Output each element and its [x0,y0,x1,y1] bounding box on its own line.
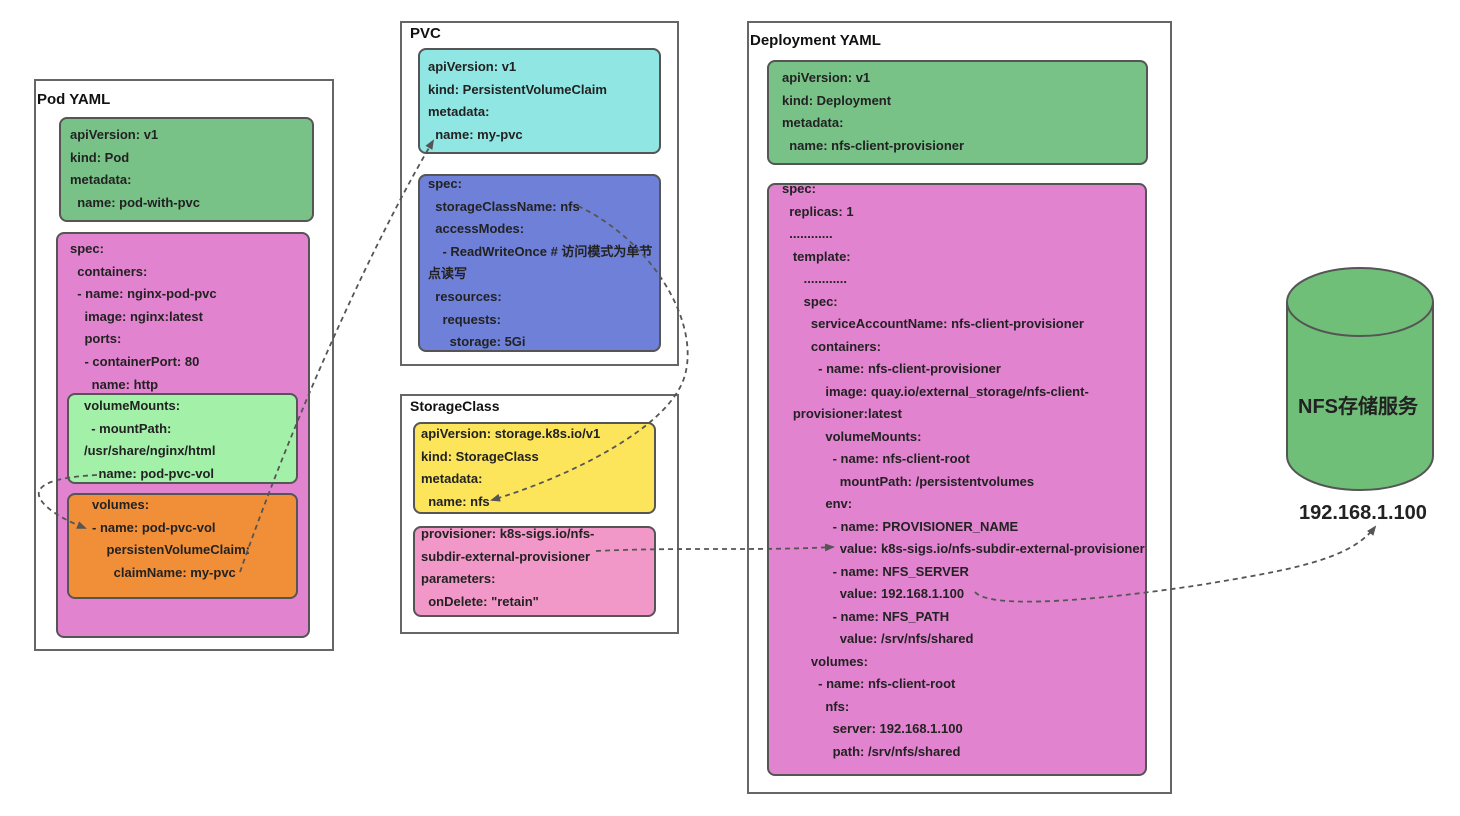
yaml-line: - name: nginx-pod-pvc [70,286,217,302]
yaml-line: - name: NFS_SERVER [782,563,969,579]
yaml-line: volumes: [782,653,868,669]
yaml-line: mountPath: /persistentvolumes [782,473,1035,489]
yaml-line: - name: nfs-client-root [782,676,956,691]
yaml-line: serviceAccountName: nfs-client-provision… [782,316,1084,331]
yaml-line: kind: Pod [70,149,130,165]
yaml-line: parameters: [421,571,496,587]
yaml-line: value: /srv/nfs/shared [782,631,974,646]
yaml-line: resources: [428,288,502,304]
yaml-line: - containerPort: 80 [70,353,200,369]
yaml-line: apiVersion: v1 [70,127,159,142]
yaml-line: spec: [782,181,816,196]
yaml-line: name: pod-with-pvc [70,194,201,210]
yaml-line: - name: pod-pvc-vol [92,519,216,535]
yaml-line: onDelete: "retain" [421,593,539,609]
yaml-line: server: 192.168.1.100 [782,721,963,736]
pvc-title: PVC [410,25,441,42]
deployment-metadata-box [767,60,1148,165]
yaml-line: - ReadWriteOnce # 访问模式为单节点读写 [428,243,653,282]
pod-volume-mounts-lines: volumeMounts: - mountPath: /usr/share/ngi… [84,395,294,485]
yaml-line: kind: StorageClass [421,448,539,464]
yaml-line: containers: [782,338,881,354]
yaml-line: requests: [428,311,501,327]
storageclass-params-box [413,526,656,617]
yaml-line: /usr/share/nginx/html [84,443,216,459]
pod-metadata-lines: apiVersion: v1 kind: Pod metadata: name: p… [70,124,310,214]
yaml-line: spec: [70,241,104,256]
storageclass-params-lines: provisioner: k8s-sigs.io/nfs-subdir-exte… [421,523,621,613]
yaml-line: claimName: my-pvc [92,564,236,580]
yaml-line: nfs: [782,698,850,714]
yaml-line: ports: [70,331,122,347]
pod-yaml-title: Pod YAML [37,91,111,108]
deployment-spec-lines: spec: replicas: 1 ............ template:… [782,178,1157,763]
yaml-line: storage: 5Gi [428,334,526,350]
yaml-line: volumes: [92,497,150,512]
yaml-line: name: nfs [421,493,490,509]
pod-spec-lines: spec: containers: - name: nginx-pod-pvc … [70,238,305,396]
yaml-line: template: [782,248,851,264]
yaml-line: ............ [782,271,848,286]
yaml-line: - name: nfs-client-provisioner [782,361,1001,376]
yaml-line: - mountPath: [84,420,172,436]
yaml-line: apiVersion: v1 [428,59,517,74]
pvc-spec-lines: spec: storageClassName: nfs accessModes:… [428,173,656,354]
yaml-line: provisioner: k8s-sigs.io/nfs-subdir-exte… [421,526,595,564]
yaml-line: env: [782,496,853,511]
yaml-line: - name: nfs-client-root [782,451,970,466]
yaml-line: path: /srv/nfs/shared [782,743,961,759]
yaml-line: metadata: [782,115,844,131]
yaml-line: name: pod-pvc-vol [84,465,215,481]
yaml-line: containers: [70,263,148,279]
yaml-line: volumeMounts: [782,428,922,444]
yaml-line: - name: PROVISIONER_NAME [782,518,1019,534]
yaml-line: kind: Deployment [782,92,892,108]
yaml-line: spec: [782,293,838,309]
yaml-line: replicas: 1 [782,203,854,219]
yaml-line: image: nginx:latest [70,308,203,324]
yaml-line: metadata: [70,172,132,188]
deployment-title: Deployment YAML [750,32,881,49]
nfs-server-ip: 192.168.1.100 [1299,502,1427,524]
yaml-line: metadata: [428,104,490,120]
yaml-line: ............ [782,226,833,241]
yaml-line: value: k8s-sigs.io/nfs-subdir-external-p… [782,541,1145,556]
yaml-line: name: nfs-client-provisioner [782,137,965,153]
pvc-metadata-lines: apiVersion: v1 kind: PersistentVolumeClai… [428,56,658,146]
nfs-storage-label: NFS存储服务 [1298,396,1418,418]
storageclass-metadata-lines: apiVersion: storage.k8s.io/v1 kind: Stora… [421,423,651,513]
deployment-spec-box [767,183,1147,776]
yaml-line: value: 192.168.1.100 [782,586,965,601]
storageclass-title: StorageClass [410,398,500,414]
yaml-line: image: quay.io/external_storage/nfs-clie… [782,383,1089,399]
nfs-storage-cylinder-icon [1286,267,1434,491]
yaml-line: provisioner:latest [782,406,902,421]
yaml-line: apiVersion: storage.k8s.io/v1 [421,426,601,441]
yaml-line: name: my-pvc [428,126,523,142]
yaml-line: kind: PersistentVolumeClaim [428,81,607,97]
yaml-line: persistenVolumeClaim: [92,542,250,558]
yaml-line: metadata: [421,471,483,487]
yaml-line: spec: [428,176,462,191]
yaml-line: apiVersion: v1 [782,70,871,85]
yaml-line: name: http [70,376,159,392]
yaml-line: volumeMounts: [84,398,181,413]
yaml-line: storageClassName: nfs [428,198,580,214]
pvc-metadata-box [418,48,661,154]
yaml-line: - name: NFS_PATH [782,608,950,624]
pod-volumes-lines: volumes: - name: pod-pvc-vol persistenVol… [92,494,292,584]
yaml-line: accessModes: [428,221,525,237]
